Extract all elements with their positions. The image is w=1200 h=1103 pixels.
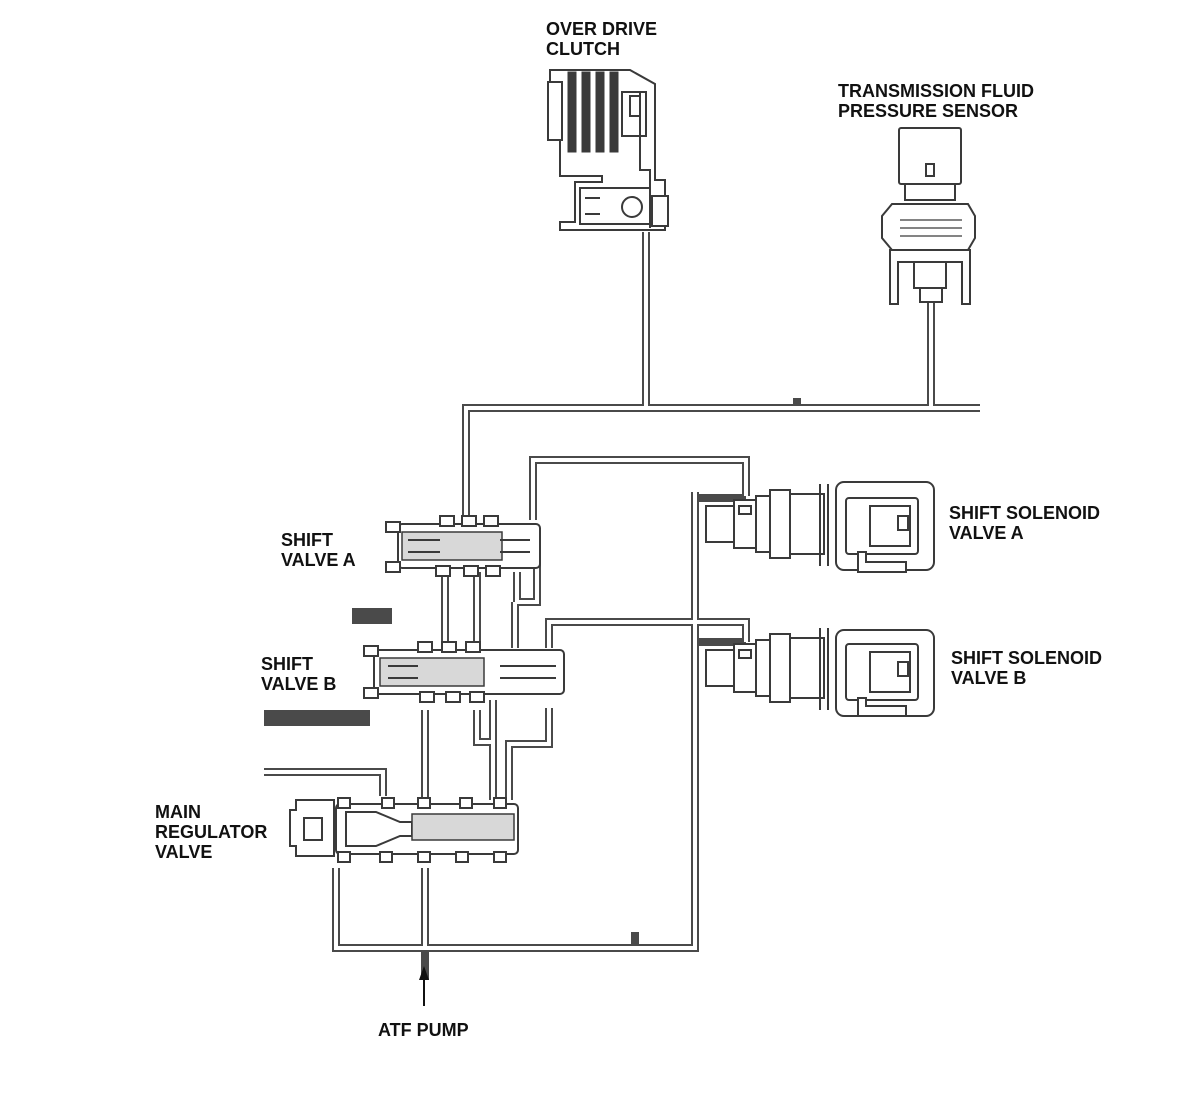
main-regulator-valve xyxy=(289,797,519,863)
label-over-drive-clutch: OVER DRIVE CLUTCH xyxy=(546,19,658,59)
label-shift-solenoid-valve-b: SHIFT SOLENOID VALVE B xyxy=(951,648,1103,688)
transmission-fluid-pressure-sensor xyxy=(881,127,976,305)
shift-solenoid-valve-b xyxy=(705,628,935,717)
over-drive-clutch xyxy=(547,69,669,231)
shift-solenoid-valve-a xyxy=(705,481,935,573)
label-shift-valve-b: SHIFT VALVE B xyxy=(261,654,337,694)
shift-valve-a xyxy=(385,515,541,577)
label-atf-pump: ATF PUMP xyxy=(378,1020,469,1040)
hydraulic-passages xyxy=(264,232,980,980)
label-shift-solenoid-valve-a: SHIFT SOLENOID VALVE A xyxy=(949,503,1101,543)
label-shift-valve-a: SHIFT VALVE A xyxy=(281,530,356,570)
label-transmission-fluid-pressure-sensor: TRANSMISSION FLUID PRESSURE SENSOR xyxy=(838,81,1034,121)
shift-valve-b xyxy=(363,641,565,703)
atf-pump-arrow xyxy=(419,966,429,1006)
label-main-regulator-valve: MAIN REGULATOR VALVE xyxy=(155,802,268,862)
